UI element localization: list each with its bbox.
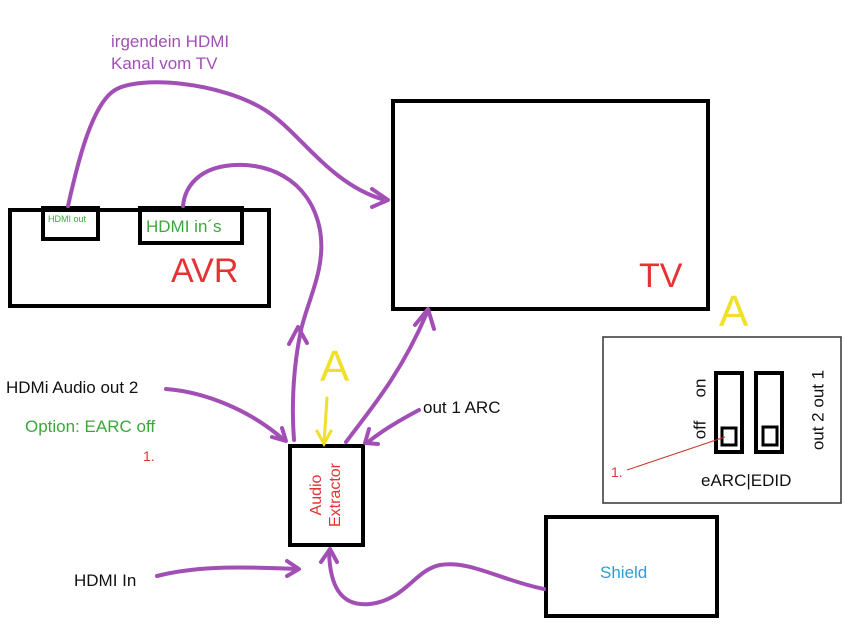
extractor-marker: A [320,342,350,391]
arrowhead-up-avr-in [287,325,309,346]
option-earc-off-label: Option: EARC off [25,417,156,436]
arrowhead-out1-arc [363,427,380,446]
extractor-label-line2: Extractor [327,462,344,528]
dip-switch-earc-knob [720,426,738,447]
wire-avr-in-to-extractor [181,163,324,442]
wires [66,80,546,607]
switch-panel [602,336,842,504]
marker-arrow [315,396,333,448]
avr-hdmi-in-label: HDMI in´s [146,217,222,236]
wire-avr-out-to-tv [66,80,387,208]
out1-arc-label: out 1 ARC [423,398,501,417]
option-marker: 1. [143,448,155,464]
arrowhead-tv-left [370,187,390,209]
tv-label: TV [639,257,683,295]
wire-shield-to-extractor [327,550,546,607]
switch-right-label: out 2 out 1 [808,369,828,451]
shield-box [544,515,719,618]
top-note-line1: irgendein HDMI [111,32,230,51]
arrowhead-hdmi-in [285,559,301,578]
avr-hdmi-out-port [41,206,100,241]
dip-switch-edid-knob [761,425,779,447]
wire-out1-arc-to-extractor [366,408,421,444]
tv-box [391,99,710,311]
dip-switch-earc [714,371,744,454]
arrowhead-up-tv [413,307,436,331]
wire-extractor-to-tv [344,313,428,444]
hdmi-audio-out2-label: HDMi Audio out 2 [6,378,139,397]
switch-off-label: off [690,420,710,440]
wire-hdmi-in-to-extractor [155,565,299,578]
dip-switch-edid [754,371,784,454]
extractor-label-line1: Audio [308,474,325,516]
wire-audio-out2-to-extractor [164,387,286,442]
extractor-label: Audio Extractor [307,463,345,527]
switch-bottom-label: eARC|EDID [701,471,792,490]
callout-line [626,436,726,471]
switch-on-label: on [690,378,710,398]
switch-panel-marker: A [719,287,749,336]
switch-callout-label: 1. [611,464,623,480]
shield-label: Shield [600,563,648,582]
arrowhead-audio-out2 [270,426,288,443]
avr-hdmi-out-label: HDMI out [48,214,87,224]
hdmi-in-label: HDMI In [74,571,137,590]
arrowhead-up-extractor [319,547,339,564]
avr-label: AVR [171,252,239,290]
audio-extractor-box [288,444,365,547]
avr-hdmi-in-port [138,206,244,245]
top-note-line2: Kanal vom TV [111,54,218,73]
